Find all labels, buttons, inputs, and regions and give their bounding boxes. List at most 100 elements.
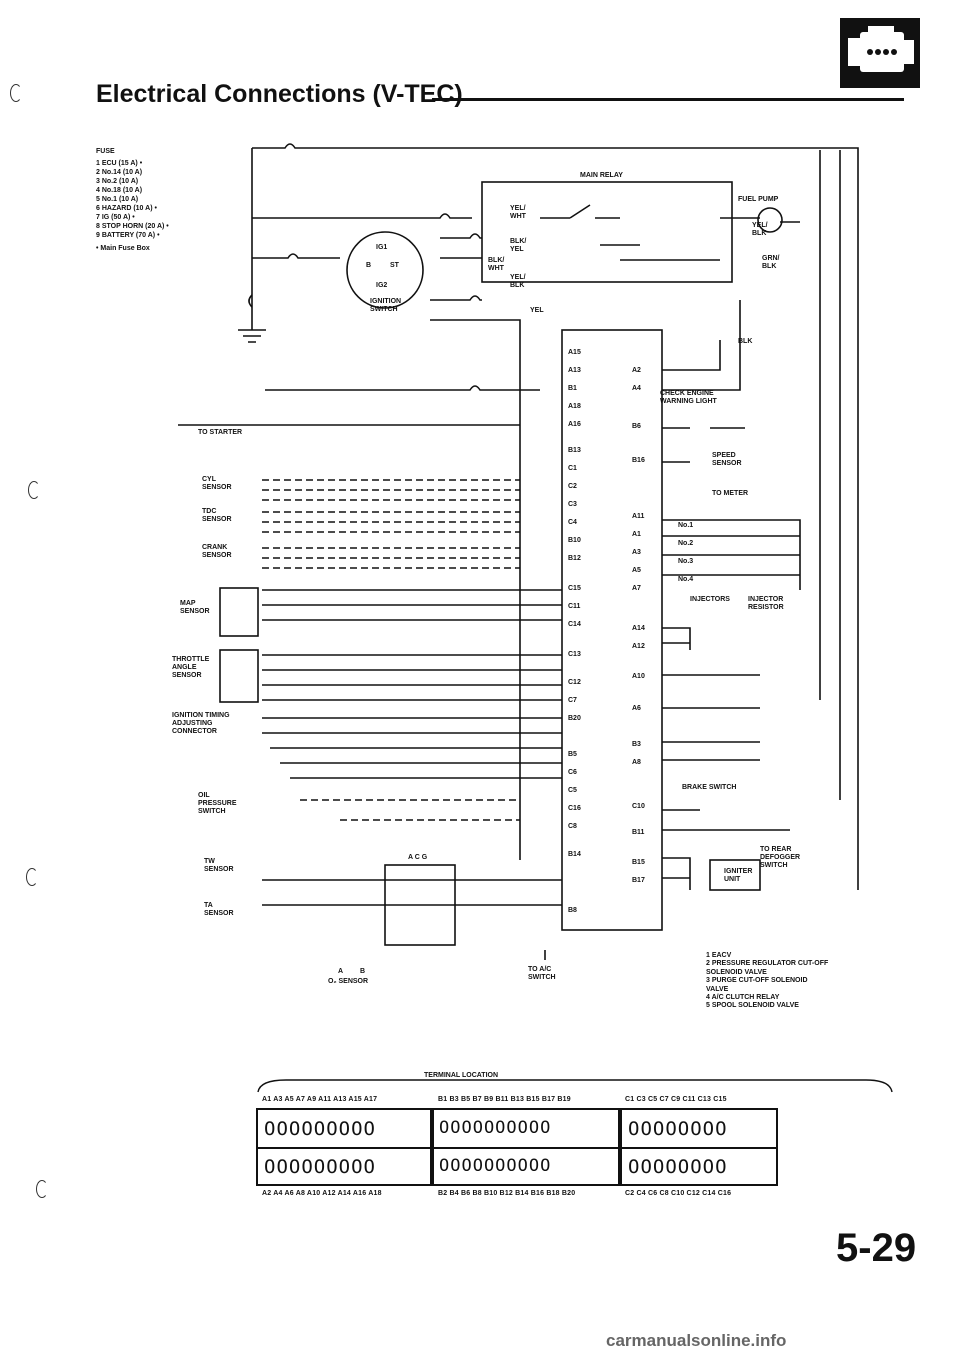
fuse-item: 6 HAZARD (10 A) •: [96, 205, 157, 212]
svg-text:A13: A13: [568, 367, 581, 374]
note-item: VALVE: [706, 985, 729, 993]
terminal-pins-c-bottom: C2 C4 C6 C8 C10 C12 C14 C16: [625, 1190, 732, 1197]
to-rear-defogger-label: TO REAR DEFOGGER SWITCH: [760, 846, 801, 869]
o2-b-label: B: [360, 968, 366, 975]
fuse-item: 9 BATTERY (70 A) •: [96, 232, 160, 239]
svg-text:B12: B12: [568, 555, 581, 562]
page-title: Electrical Connections (V-TEC): [96, 80, 463, 108]
svg-text:C3: C3: [568, 501, 577, 508]
svg-text:B1: B1: [568, 385, 577, 392]
svg-text:B13: B13: [568, 447, 581, 454]
page-number: 5-29: [836, 1226, 917, 1270]
injector-number-label: No.1: [678, 522, 694, 529]
svg-text:A2: A2: [632, 367, 641, 374]
binder-hole-mark: [28, 481, 40, 499]
connector-c: OOOOOOOO OOOOOOOO: [620, 1108, 778, 1186]
terminal-pins-c-top: C1 C3 C5 C7 C9 C11 C13 C15: [625, 1096, 727, 1103]
svg-text:B5: B5: [568, 751, 577, 758]
note-item: 2 PRESSURE REGULATOR CUT-OFF: [706, 960, 829, 968]
injector-number-label: No.4: [678, 576, 694, 583]
ig2-label: IG2: [376, 282, 388, 289]
ignition-switch-label: IGNITION SWITCH: [370, 298, 402, 313]
svg-text:B10: B10: [568, 537, 581, 544]
engine-electrical-icon: [840, 18, 920, 88]
to-ac-switch-label: TO A/C SWITCH: [528, 966, 556, 981]
injector-resistor-label: INJECTOR RESISTOR: [748, 596, 784, 611]
cyl-sensor-label: CYL SENSOR: [202, 476, 232, 491]
ig1-label: IG1: [376, 244, 388, 251]
fuse-item: 1 ECU (15 A) •: [96, 160, 143, 167]
check-engine-label: CHECK ENGINE WARNING LIGHT: [660, 390, 717, 405]
tw-sensor-label: TW SENSOR: [204, 858, 234, 873]
svg-text:C11: C11: [568, 603, 581, 610]
terminal-location-title: TERMINAL LOCATION: [424, 1072, 499, 1079]
svg-text:B3: B3: [632, 741, 641, 748]
svg-text:B14: B14: [568, 851, 581, 858]
svg-text:B16: B16: [632, 457, 645, 464]
fuse-item: 8 STOP HORN (20 A) •: [96, 223, 169, 230]
svg-text:A18: A18: [568, 403, 581, 410]
svg-text:A11: A11: [632, 513, 645, 520]
fuse-list: FUSE 1 ECU (15 A) • 2 No.14 (10 A) 3 No.…: [96, 147, 169, 253]
svg-text:C14: C14: [568, 621, 581, 628]
speed-sensor-label: SPEED SENSOR: [712, 452, 742, 467]
fuse-item: 5 No.1 (10 A): [96, 196, 139, 203]
st-label: ST: [390, 262, 399, 269]
to-meter-label: TO METER: [712, 490, 749, 497]
svg-text:A4: A4: [632, 385, 641, 392]
o2-sensor-label: O₂ SENSOR: [328, 978, 369, 985]
tdc-sensor-label: TDC SENSOR: [202, 508, 232, 523]
fuse-item: 2 No.14 (10 A): [96, 169, 143, 176]
ta-sensor-label: TA SENSOR: [204, 902, 234, 917]
note-item: 1 EACV: [706, 952, 732, 959]
svg-text:B17: B17: [632, 877, 645, 884]
igniter-unit-label: IGNITER UNIT: [724, 868, 753, 883]
brake-switch-label: BRAKE SWITCH: [682, 784, 737, 791]
note-item: 4 A/C CLUTCH RELAY: [706, 994, 780, 1002]
svg-text:C12: C12: [568, 679, 581, 686]
throttle-sensor-label: THROTTLE ANGLE SENSOR: [172, 656, 210, 679]
watermark: carmanualsonline.info: [606, 1331, 787, 1350]
svg-text:A15: A15: [568, 349, 581, 356]
b-terminal-label: B: [366, 262, 372, 269]
svg-text:C6: C6: [568, 769, 577, 776]
ignition-timing-label: IGNITION TIMING ADJUSTING CONNECTOR: [172, 712, 230, 735]
svg-text:C10: C10: [632, 803, 645, 810]
svg-text:A3: A3: [632, 549, 641, 556]
wire-color-label: YEL/ WHT: [510, 205, 526, 220]
svg-text:C1: C1: [568, 465, 577, 472]
svg-text:A7: A7: [632, 585, 641, 592]
main-relay-label: MAIN RELAY: [580, 172, 623, 179]
connector-a: OOOOOOOOO OOOOOOOOO: [256, 1108, 432, 1186]
wire-color-label: GRN/ BLK: [762, 255, 780, 270]
injector-number-label: No.3: [678, 558, 694, 565]
fuel-pump-label: FUEL PUMP: [738, 196, 779, 203]
svg-text:A12: A12: [632, 643, 645, 650]
notes-list: 1 EACV 2 PRESSURE REGULATOR CUT-OFF SOLE…: [706, 952, 828, 1011]
svg-text:A16: A16: [568, 421, 581, 428]
svg-text:C8: C8: [568, 823, 577, 830]
svg-text:B20: B20: [568, 715, 581, 722]
svg-text:A8: A8: [632, 759, 641, 766]
terminal-pins-b-bottom: B2 B4 B6 B8 B10 B12 B14 B16 B18 B20: [438, 1190, 576, 1197]
svg-text:A5: A5: [632, 567, 641, 574]
note-item: SOLENOID VALVE: [706, 968, 767, 976]
terminal-pins-b-top: B1 B3 B5 B7 B9 B11 B13 B15 B17 B19: [438, 1096, 571, 1103]
svg-text:B15: B15: [632, 859, 645, 866]
wire-color-label: YEL: [530, 307, 544, 314]
svg-text:C7: C7: [568, 697, 577, 704]
svg-text:C16: C16: [568, 805, 581, 812]
binder-hole-mark: [36, 1180, 48, 1198]
map-sensor-label: MAP SENSOR: [180, 600, 210, 615]
svg-text:C4: C4: [568, 519, 577, 526]
to-starter-label: TO STARTER: [198, 429, 243, 436]
o2-a-label: A: [338, 968, 344, 975]
svg-text:C13: C13: [568, 651, 581, 658]
fuse-item: 4 No.18 (10 A): [96, 187, 143, 194]
crank-sensor-label: CRANK SENSOR: [202, 544, 232, 559]
note-item: 3 PURGE CUT-OFF SOLENOID: [706, 977, 808, 985]
wire-color-label: YEL/ BLK: [752, 222, 768, 237]
wire-color-label: YEL/ BLK: [510, 274, 526, 289]
binder-hole-mark: [10, 84, 22, 102]
